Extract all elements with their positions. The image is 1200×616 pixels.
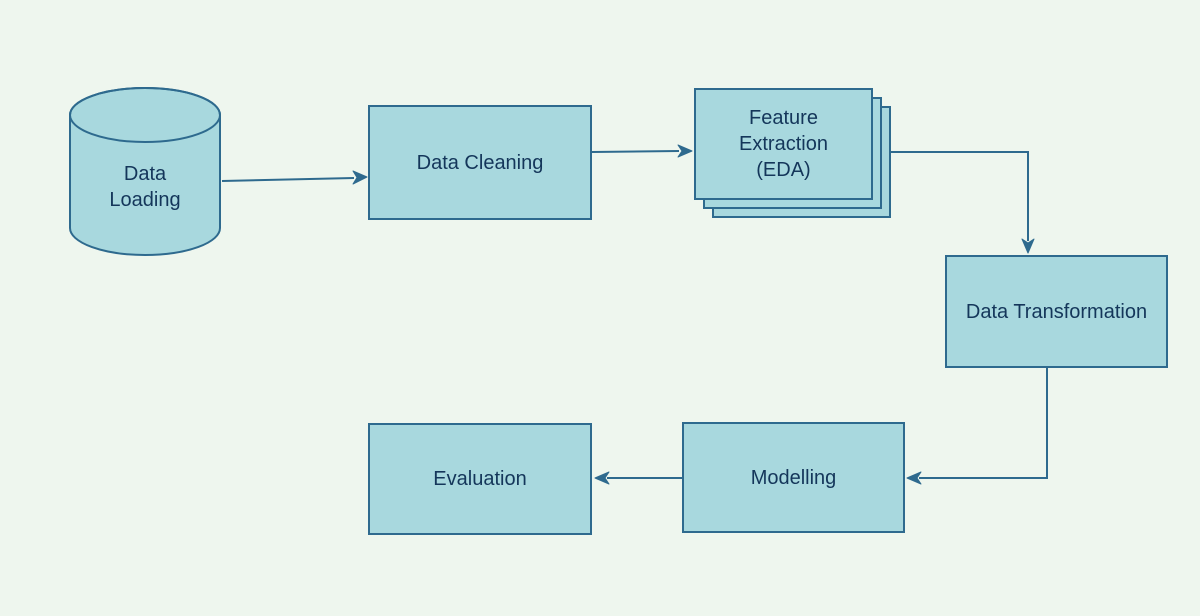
node-evaluation: Evaluation bbox=[368, 423, 592, 535]
node-feature-extraction-label: Feature Extraction (EDA) bbox=[739, 107, 828, 181]
database-cylinder-shape bbox=[69, 87, 221, 256]
node-modelling: Modelling bbox=[682, 422, 905, 533]
node-feature-extraction: Feature Extraction (EDA) bbox=[694, 88, 873, 200]
node-evaluation-label: Evaluation bbox=[433, 468, 527, 490]
edge-cleaning-to-feature bbox=[591, 144, 693, 158]
node-modelling-label: Modelling bbox=[750, 466, 837, 489]
node-data-cleaning: Data Cleaning bbox=[368, 105, 592, 220]
node-data-transformation-label: Data Transformation bbox=[965, 300, 1148, 323]
edge-transformation-to-modelling bbox=[906, 368, 1048, 485]
edge-feature-to-transformation bbox=[890, 151, 1035, 254]
edge-loading-to-cleaning bbox=[221, 170, 368, 185]
node-data-cleaning-label: Data Cleaning bbox=[416, 151, 544, 174]
node-data-loading-label: Data Loading bbox=[109, 162, 181, 211]
node-data-loading: Data Loading bbox=[70, 88, 220, 255]
node-data-transformation: Data Transformation bbox=[945, 255, 1168, 368]
edge-modelling-to-evaluation bbox=[594, 471, 682, 485]
